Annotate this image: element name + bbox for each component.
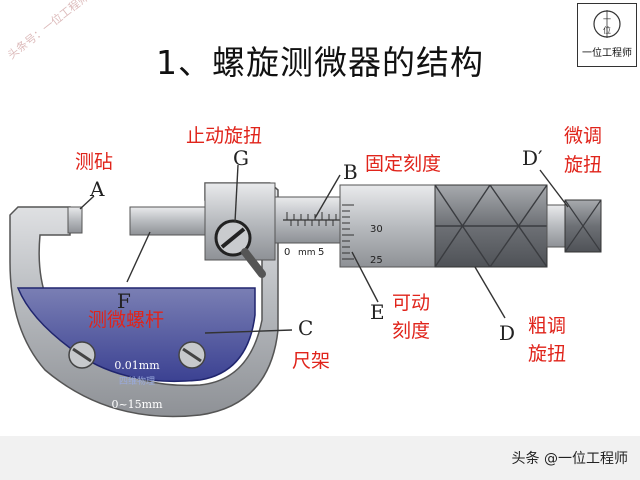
leader-fixed bbox=[314, 174, 341, 219]
label-thimble-line1: 可动 bbox=[392, 292, 431, 314]
credit-text: 头条 @一位工程师 bbox=[511, 451, 628, 467]
leader-spindle bbox=[126, 231, 151, 283]
label-fine-knob-line1: 微调 bbox=[564, 125, 603, 147]
footer-bar bbox=[0, 436, 640, 480]
leader-anvil bbox=[79, 195, 95, 210]
micrometer-diagram: 0.01mm 四维物理 0~15mm 0 mm 5 30 25 bbox=[9, 164, 602, 418]
leader-lock bbox=[234, 164, 239, 223]
letter-fine-knob: D′ bbox=[522, 146, 543, 170]
thimble-mark-30: 30 bbox=[370, 224, 383, 235]
label-lock: 止动旋扭 bbox=[186, 125, 263, 147]
label-coarse-line2: 旋扭 bbox=[528, 343, 567, 365]
frame-resolution: 0.01mm bbox=[114, 359, 160, 372]
ratchet-neck bbox=[546, 204, 566, 248]
thimble-scale-ticks bbox=[342, 204, 354, 260]
slide-title: 1、螺旋测微器的结构 bbox=[156, 43, 484, 82]
label-frame: 尺架 bbox=[292, 350, 331, 372]
leader-fine bbox=[539, 169, 569, 208]
frame-screw-right bbox=[178, 341, 206, 369]
label-coarse-line1: 粗调 bbox=[528, 315, 567, 337]
fine-knob-knurl bbox=[564, 199, 602, 253]
fixed-scale-unit: mm bbox=[298, 248, 316, 258]
label-fine-knob-line2: 旋扭 bbox=[564, 154, 603, 176]
label-thimble-line2: 刻度 bbox=[392, 320, 431, 342]
label-anvil: 测砧 bbox=[75, 151, 114, 173]
letter-anvil: A bbox=[90, 177, 105, 201]
frame-range: 0~15mm bbox=[111, 398, 163, 411]
thimble-mark-25: 25 bbox=[370, 255, 383, 266]
fixed-scale-five: 5 bbox=[318, 247, 324, 258]
logo: 一 位 bbox=[577, 3, 637, 67]
letter-coarse: D bbox=[499, 321, 516, 345]
leader-lines bbox=[79, 164, 569, 334]
letter-lock: G bbox=[233, 146, 249, 170]
thimble bbox=[339, 184, 436, 268]
label-spindle: 测微螺杆 bbox=[88, 309, 165, 331]
label-fixed-scale: 固定刻度 bbox=[365, 153, 442, 175]
lock-knob bbox=[214, 219, 266, 278]
fixed-scale-ticks bbox=[286, 212, 337, 226]
logo-top-char: 一 bbox=[603, 15, 611, 24]
logo-bottom-char: 位 bbox=[603, 25, 611, 35]
coarse-knob-knurl bbox=[434, 184, 548, 268]
letter-thimble: E bbox=[370, 300, 385, 324]
leader-coarse bbox=[474, 266, 506, 319]
leader-thimble bbox=[351, 251, 379, 303]
frame-brand: 四维物理 bbox=[119, 375, 155, 387]
letter-spindle: F bbox=[117, 289, 131, 313]
frame-screw-left bbox=[68, 341, 96, 369]
logo-caption: 一位工程师 bbox=[582, 48, 632, 59]
logo-emblem: 一 位 bbox=[593, 10, 621, 38]
fixed-scale-zero: 0 bbox=[284, 247, 290, 258]
letter-frame: C bbox=[298, 316, 314, 340]
leader-frame bbox=[204, 329, 293, 334]
letter-fixed-scale: B bbox=[343, 160, 358, 184]
spindle bbox=[129, 206, 211, 236]
anvil bbox=[67, 206, 83, 234]
